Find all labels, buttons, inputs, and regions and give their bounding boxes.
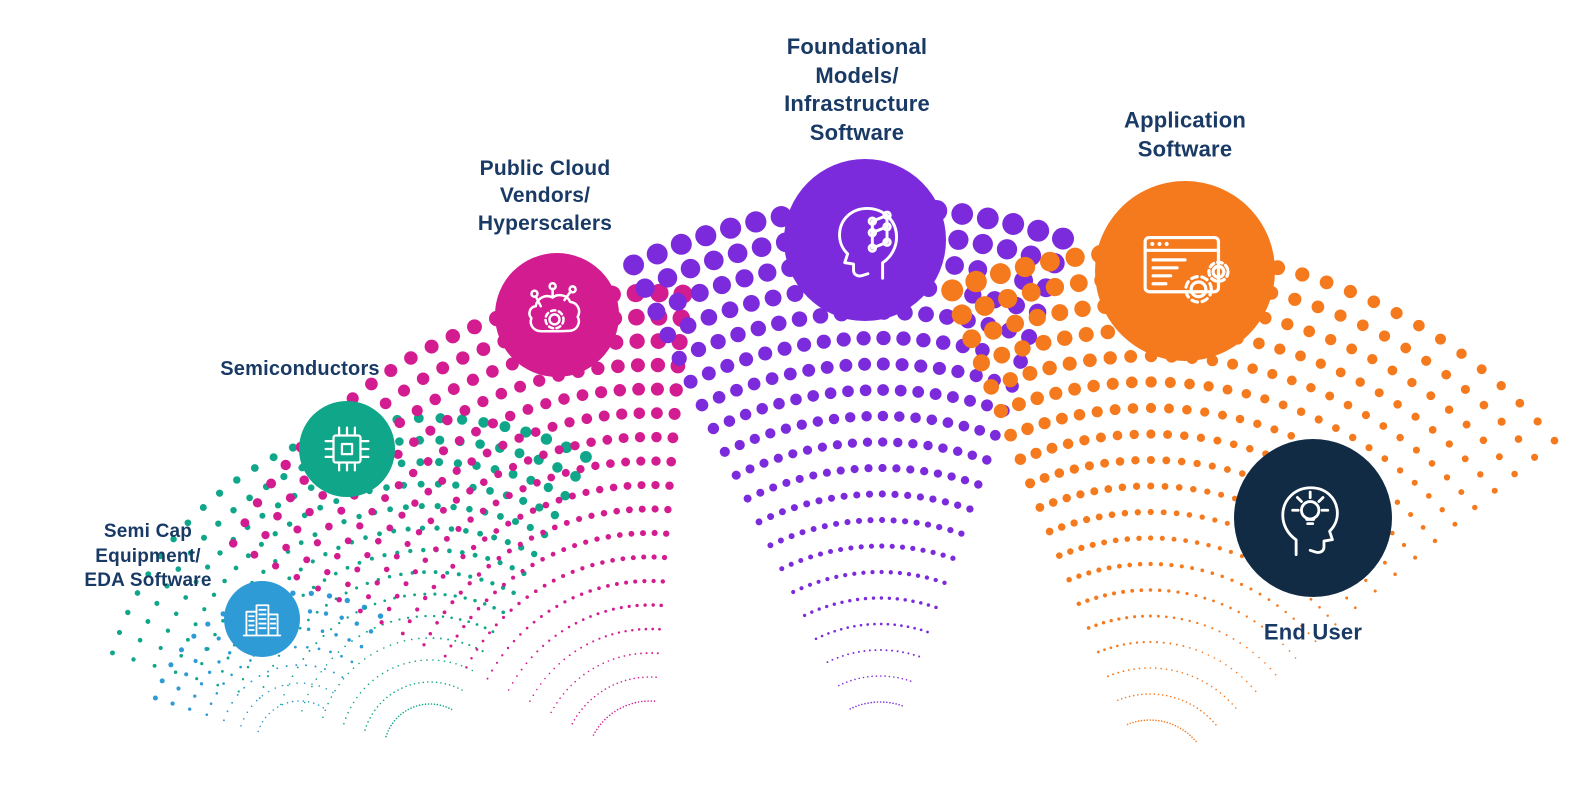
- foundational-models-label: Foundational Models/ Infrastructure Soft…: [784, 33, 930, 145]
- application-software-label: Application Software: [1124, 107, 1246, 161]
- public-cloud-hyperscalers-label: Public Cloud Vendors/ Hyperscalers: [477, 157, 613, 235]
- head-circuit-icon: [838, 206, 899, 280]
- end-user-node: [1234, 439, 1392, 597]
- cloud-network-gear-icon: [528, 281, 581, 333]
- semi-cap-eda-label: Semi Cap Equipment/ EDA Software: [84, 520, 212, 592]
- head-lightbulb-icon: [1281, 486, 1339, 556]
- end-user-label: End User: [1263, 619, 1363, 645]
- semiconductors-label: Semiconductors: [220, 358, 380, 380]
- chip-icon: [324, 426, 370, 472]
- application-software-node: [1095, 181, 1275, 361]
- foundational-models-node: [784, 159, 946, 321]
- buildings-icon: [242, 604, 282, 637]
- semi-cap-eda-node: [224, 581, 300, 657]
- public-cloud-hyperscalers-node: [495, 253, 619, 377]
- semiconductors-node: [299, 401, 395, 497]
- app-window-gears-icon: [1143, 235, 1230, 304]
